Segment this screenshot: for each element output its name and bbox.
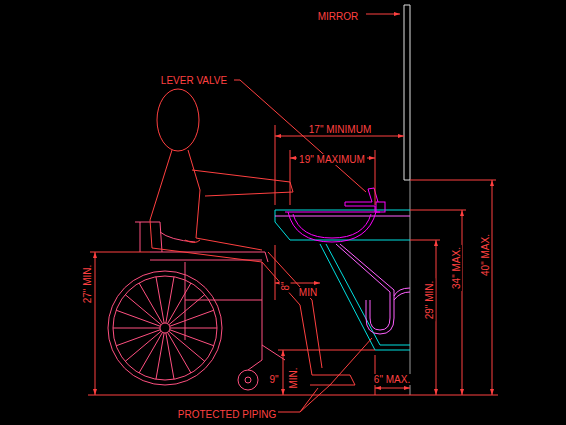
- wheel-spoke: [116, 330, 160, 346]
- dimension-label: 19" MAXIMUM: [297, 149, 367, 167]
- dimension-label: 34" MAX.: [446, 245, 464, 291]
- label-text: MIRROR: [316, 11, 361, 22]
- wheel-spoke: [139, 283, 163, 324]
- dimension-label: 17" MINIMUM: [307, 119, 373, 137]
- wheel-spoke: [170, 310, 214, 326]
- label-text: 40" MAX.: [480, 232, 491, 278]
- wheel-spoke: [168, 283, 192, 324]
- sink-bowl: [285, 212, 380, 242]
- label-text: 34" MAX.: [451, 245, 462, 291]
- dimension-arrows: [93, 134, 494, 395]
- label-text: MIN.: [288, 365, 299, 390]
- label-text: MIN: [297, 287, 319, 298]
- dimension-label: 29" MIN.: [419, 279, 437, 322]
- label-text: 17" MINIMUM: [307, 124, 373, 135]
- mirror-label: MIRROR: [316, 6, 361, 24]
- protected-piping: [336, 244, 410, 334]
- wall-mirror: [366, 5, 410, 395]
- label-text: 6" MAX.: [372, 374, 412, 385]
- label-text: 19" MAXIMUM: [297, 154, 367, 165]
- dimension-label: 40" MAX.: [475, 232, 493, 278]
- wheel-spoke: [170, 328, 217, 329]
- wheel-spoke: [166, 277, 174, 323]
- wheel-spoke: [156, 333, 164, 379]
- dimension-lines: [90, 125, 496, 395]
- callout-label: LEVER VALVE: [159, 70, 229, 88]
- wheel-spoke: [168, 332, 192, 373]
- label-text: 27" MIN.: [82, 263, 93, 306]
- dimension-label: 8": [275, 279, 293, 292]
- dimension-label: 27" MIN.: [77, 263, 95, 306]
- dimension-label: MIN: [297, 282, 319, 300]
- wheelchair: [108, 222, 285, 390]
- wheel-spoke: [125, 295, 161, 325]
- dimension-label: 9": [267, 369, 280, 387]
- wheel-spoke: [139, 332, 163, 373]
- callout-label: PROTECTED PIPING: [176, 404, 278, 422]
- label-text: LEVER VALVE: [159, 75, 229, 86]
- label-text: 8": [280, 279, 291, 292]
- label-text: PROTECTED PIPING: [176, 409, 278, 420]
- label-text: 29" MIN.: [424, 279, 435, 322]
- wheel-spoke: [156, 277, 164, 323]
- counter: [275, 210, 410, 350]
- wheel-spoke: [113, 328, 160, 329]
- wheel-spoke: [166, 333, 174, 379]
- wheel-spoke: [169, 331, 205, 361]
- dimension-label: MIN.: [283, 365, 301, 390]
- dimension-label: 6" MAX.: [372, 369, 412, 387]
- label-text: 9": [267, 374, 280, 385]
